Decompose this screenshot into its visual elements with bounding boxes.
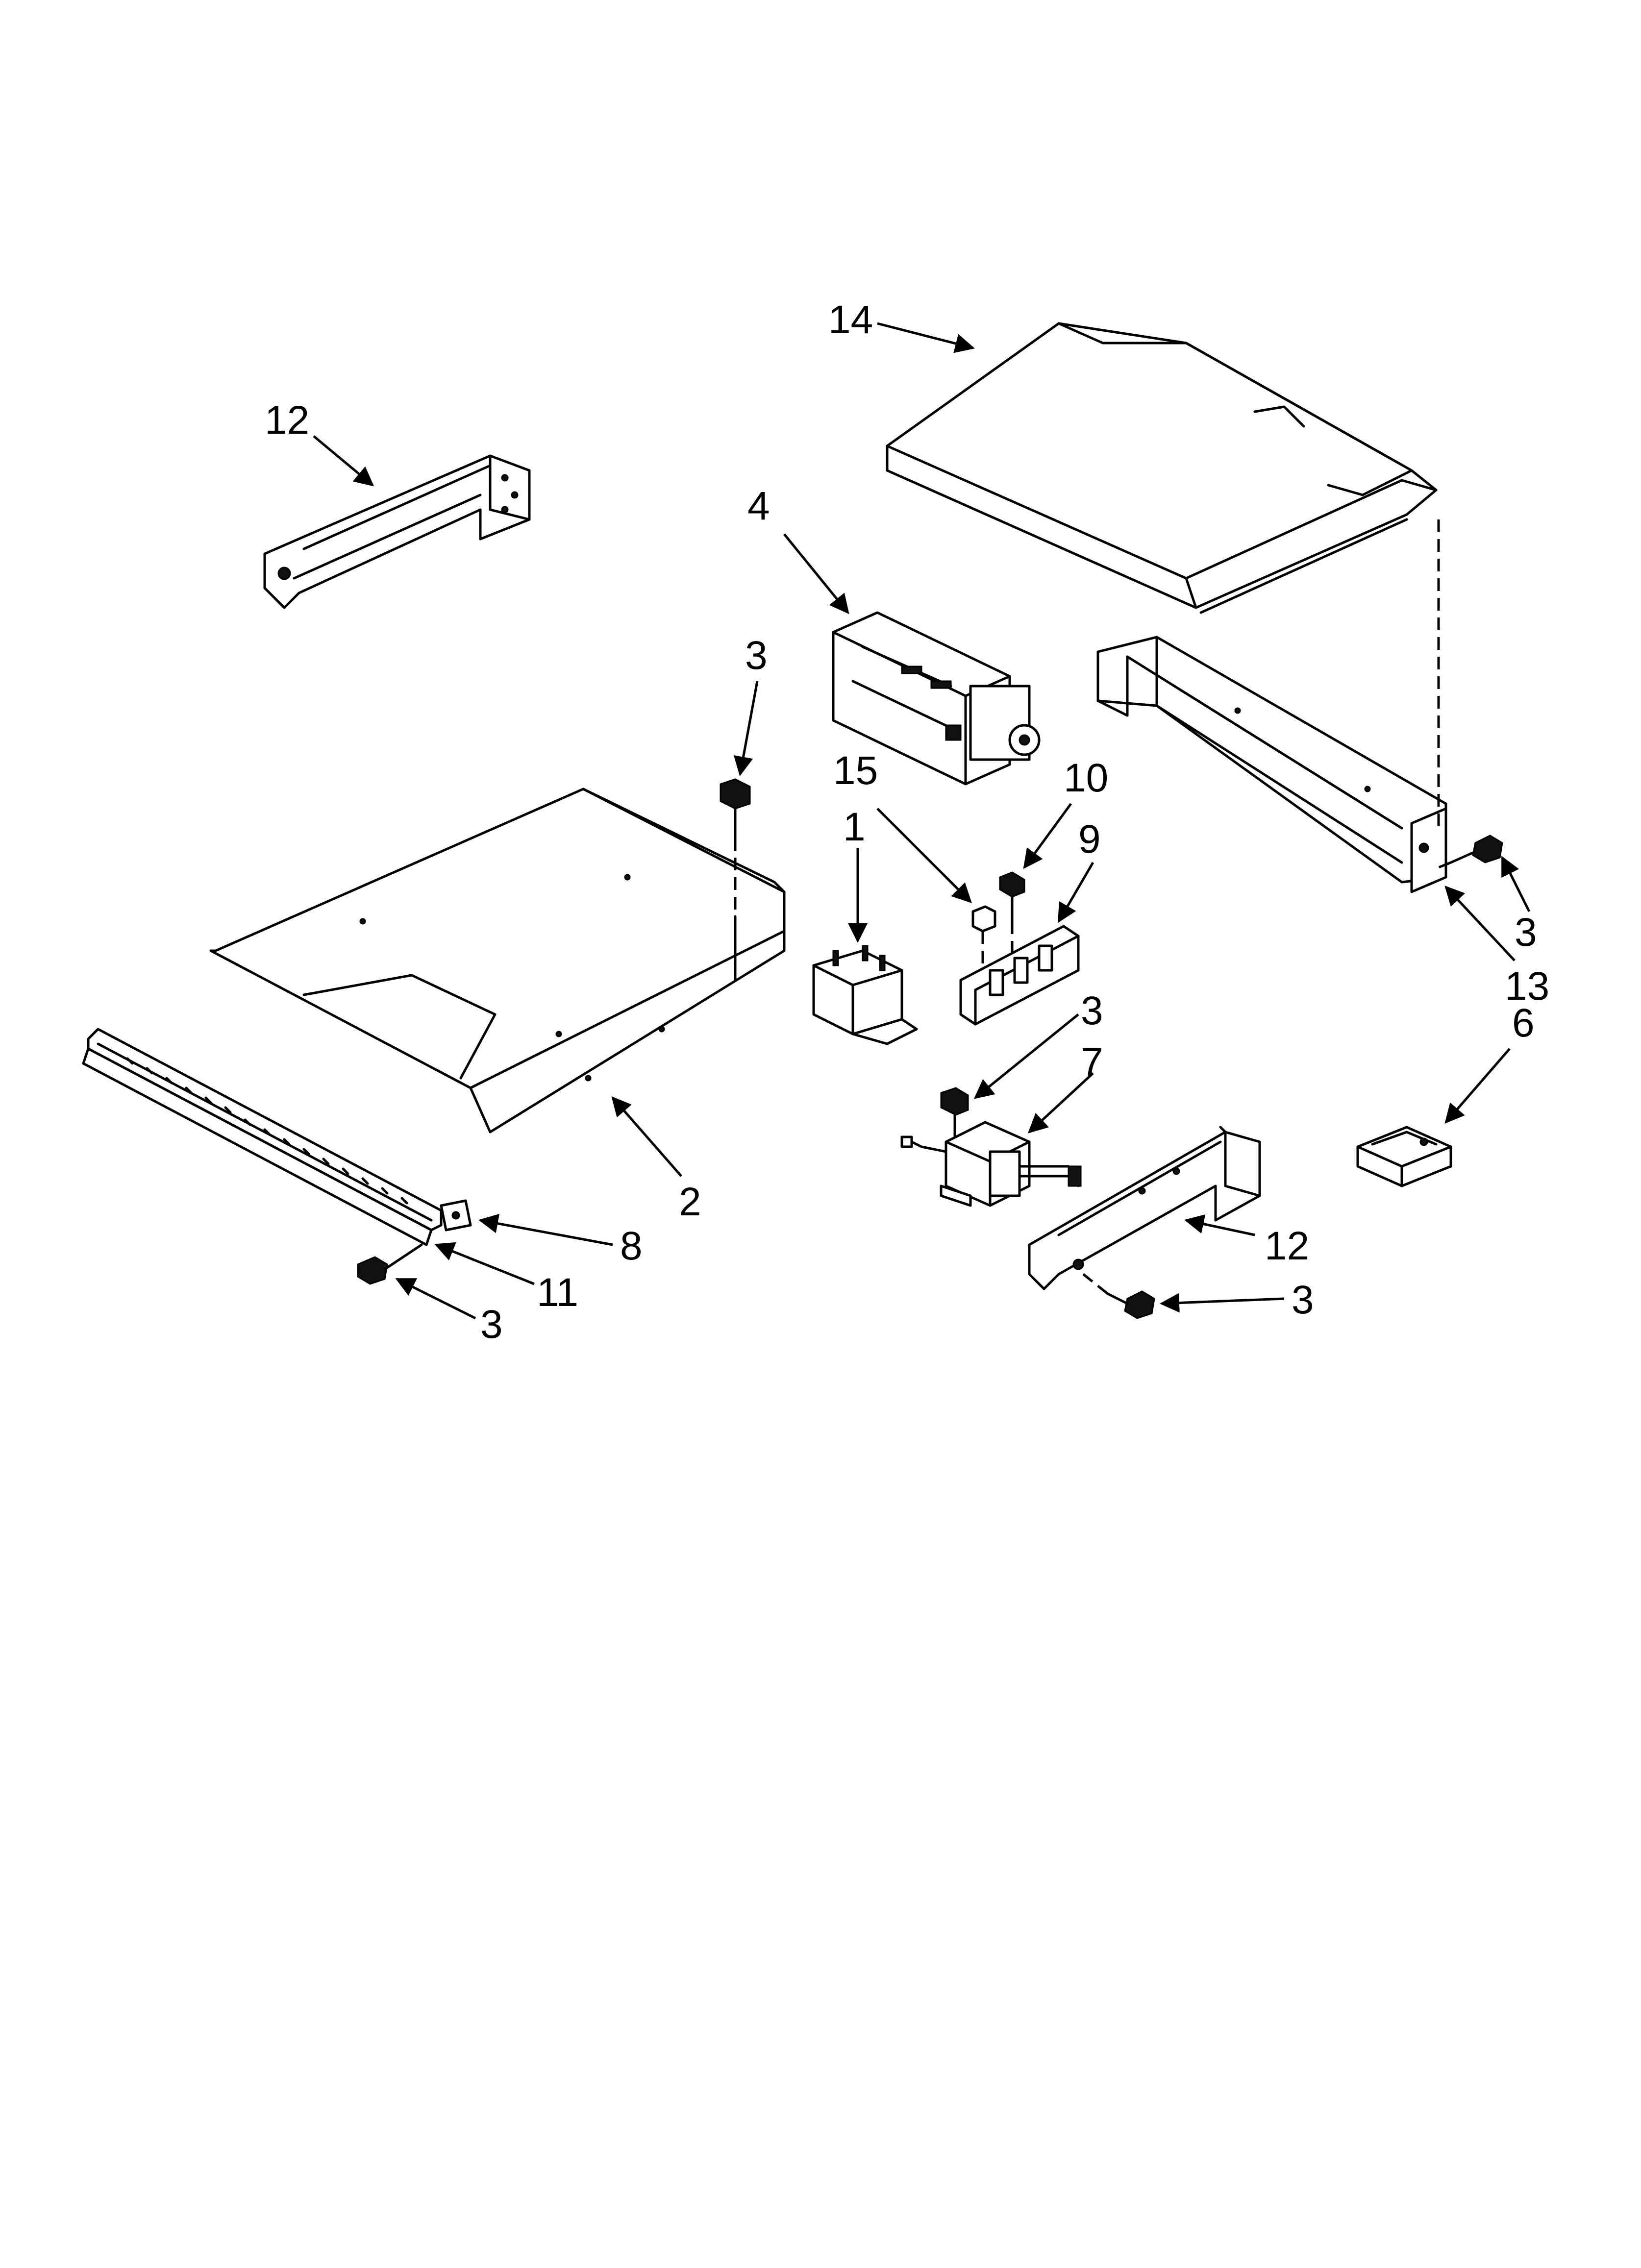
callout-3-top: 3 xyxy=(745,633,768,678)
part-9-terminal-block xyxy=(959,925,1080,1026)
part-6-box xyxy=(1356,1126,1452,1187)
callout-14: 14 xyxy=(828,297,873,342)
callout-13: 13 xyxy=(1505,964,1549,1009)
callout-3-right: 3 xyxy=(1515,910,1537,955)
callout-12-top: 12 xyxy=(265,398,309,443)
part-3-screw-left xyxy=(357,1243,423,1285)
callout-6: 6 xyxy=(1512,1001,1535,1045)
callout-9: 9 xyxy=(1078,817,1101,862)
part-3-screw-bottom xyxy=(1106,1290,1155,1319)
part-3-screw-top xyxy=(720,778,751,839)
part-2-main-panel xyxy=(209,788,786,1134)
part-3-screw-right xyxy=(1449,835,1503,864)
leader-lines xyxy=(313,322,1531,1320)
callout-7: 7 xyxy=(1081,1040,1103,1085)
part-3-screw-mid xyxy=(940,1087,969,1138)
part-12-bottom-bracket xyxy=(1028,1126,1261,1290)
callout-1: 1 xyxy=(843,805,866,849)
callout-3-mid: 3 xyxy=(1081,988,1103,1033)
part-12-top-bracket xyxy=(263,454,531,609)
callout-3-left: 3 xyxy=(480,1302,503,1347)
callout-labels: 14 12 4 3 15 10 1 9 3 13 6 3 7 2 8 11 3 … xyxy=(265,297,1549,1347)
callout-10: 10 xyxy=(1064,756,1108,800)
part-7-transformer xyxy=(900,1121,1082,1207)
part-15-nut xyxy=(971,905,996,933)
dashed-guide-3-bottom xyxy=(1082,1273,1109,1295)
callout-3-bottom: 3 xyxy=(1292,1278,1314,1322)
dashed-guide-3-right xyxy=(1438,861,1451,869)
callout-11: 11 xyxy=(537,1270,578,1315)
part-8-tab xyxy=(440,1199,472,1232)
callout-12-bottom: 12 xyxy=(1265,1224,1309,1268)
callout-2: 2 xyxy=(679,1180,701,1224)
callout-8: 8 xyxy=(620,1224,643,1268)
callout-15: 15 xyxy=(833,748,878,793)
part-1-relay xyxy=(812,945,918,1045)
part-14-top-panel xyxy=(886,322,1438,614)
callout-4: 4 xyxy=(747,484,770,528)
part-11-rail xyxy=(82,1028,443,1246)
part-10-screw xyxy=(999,871,1025,923)
part-4-control-module xyxy=(832,611,1041,786)
part-13-bracket xyxy=(1096,636,1447,893)
